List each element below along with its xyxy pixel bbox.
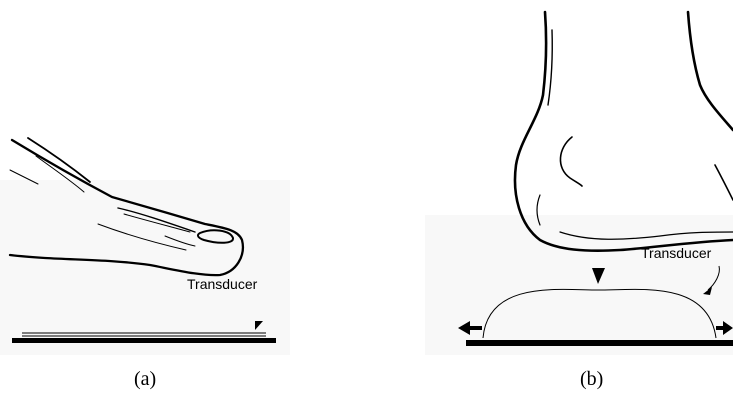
- ankle-bone-line: [560, 137, 582, 186]
- shin-outline: [688, 12, 733, 130]
- panel-b-background: [425, 215, 733, 355]
- panel-b-base-plate: [466, 340, 733, 346]
- ankle-inner-line: [548, 30, 552, 105]
- panel-a-transducer-label: Transducer: [187, 276, 258, 292]
- heel-outline: [515, 12, 733, 251]
- instep-line: [715, 165, 733, 200]
- panel-b-transducer-label: Transducer: [641, 245, 712, 261]
- panel-a-caption: (a): [134, 368, 156, 391]
- foot-drawing: [515, 12, 733, 251]
- finger-upper-line: [28, 138, 90, 182]
- panel-b-caption: (b): [580, 368, 603, 391]
- panel-a-base-plate: [12, 338, 276, 343]
